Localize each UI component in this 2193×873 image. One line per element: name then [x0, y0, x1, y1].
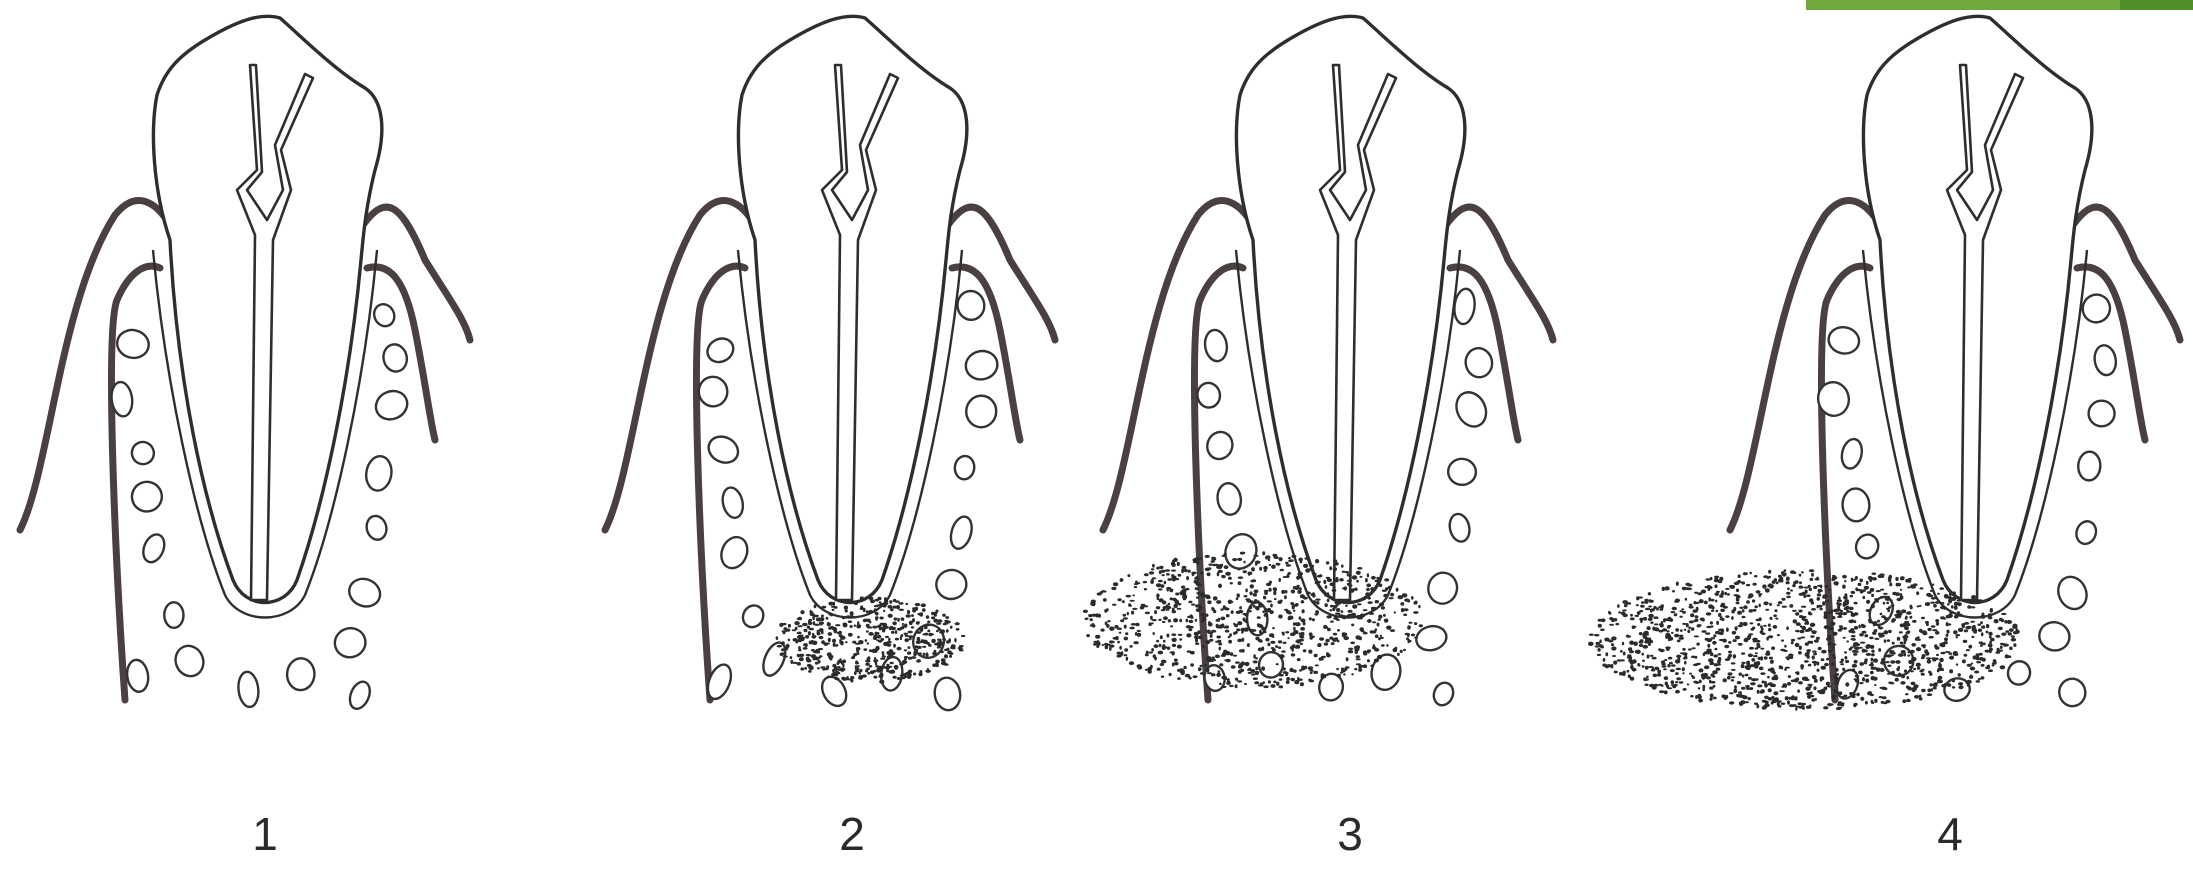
marrow-space [346, 679, 373, 712]
marrow-space [717, 533, 752, 572]
marrow-space [2036, 619, 2073, 654]
gum-line-left [1730, 201, 1880, 530]
marrow-space [125, 658, 150, 693]
marrow-space [164, 602, 184, 628]
marrow-space [2073, 519, 2098, 547]
marrow-space [371, 386, 411, 424]
diagram-panel-2: 2 [605, 16, 1055, 860]
marrow-space [1463, 346, 1494, 380]
marrow-space [947, 514, 975, 551]
marrow-space [128, 478, 165, 515]
marrow-space [2088, 400, 2115, 427]
marrow-space [933, 676, 963, 712]
marrow-space [955, 289, 986, 322]
marrow-space [2092, 344, 2118, 377]
marrow-space [1368, 652, 1403, 693]
marrow-space [2078, 451, 2102, 481]
marrow-space [1203, 428, 1236, 462]
marrow-space [364, 514, 389, 542]
marrow-space [933, 567, 969, 602]
gum-line-left [20, 201, 170, 530]
marrow-space [1447, 512, 1472, 543]
marrow-space [759, 639, 790, 679]
marrow-space [364, 454, 394, 492]
diagram-panel-3: 3 [1083, 16, 1553, 860]
marrow-space [703, 334, 737, 366]
diagram-panel-1: 1 [20, 16, 470, 860]
marrow-space [1853, 531, 1882, 561]
marrow-space [2053, 572, 2091, 613]
marrow-space [2005, 659, 2033, 688]
gum-line-right [948, 207, 1055, 340]
gum-line-left [1103, 201, 1253, 530]
marrow-space [237, 671, 260, 708]
marrow-space [1942, 676, 1972, 704]
gum-line-left [605, 201, 755, 530]
marrow-space [965, 394, 998, 428]
marrow-space [332, 625, 369, 661]
panel-label-4: 4 [1937, 808, 1963, 860]
marrow-space [286, 658, 315, 691]
marrow-space [1842, 488, 1871, 522]
diagram-panel-4: 4 [1588, 16, 2180, 860]
marrow-space [371, 301, 398, 330]
marrow-space [704, 432, 742, 468]
marrow-space [1431, 680, 1457, 708]
marrow-space [1215, 482, 1242, 517]
marrow-space [1839, 437, 1864, 470]
marrow-space [954, 455, 976, 480]
panel-label-3: 3 [1337, 808, 1363, 860]
marrow-space [720, 486, 746, 520]
marrow-space [1426, 570, 1460, 606]
marrow-space [381, 342, 410, 374]
marrow-space [115, 327, 152, 361]
marrow-space [1203, 328, 1229, 362]
marrow-space [1196, 381, 1222, 409]
marrow-space [2057, 677, 2087, 708]
marrow-space [739, 602, 767, 631]
marrow-space [963, 348, 1000, 382]
marrow-space [128, 438, 157, 468]
marrow-space [1414, 623, 1449, 653]
marrow-space [1451, 387, 1492, 431]
marrow-space [139, 531, 168, 565]
panel-label-1: 1 [252, 808, 278, 860]
marrow-space [345, 574, 384, 611]
bone-crest-left [697, 266, 745, 700]
marrow-space [2078, 290, 2114, 326]
marrow-space [697, 375, 729, 408]
marrow-space [1447, 458, 1477, 486]
marrow-space [171, 642, 208, 681]
panel-label-2: 2 [839, 808, 865, 860]
marrow-space [1826, 325, 1861, 357]
